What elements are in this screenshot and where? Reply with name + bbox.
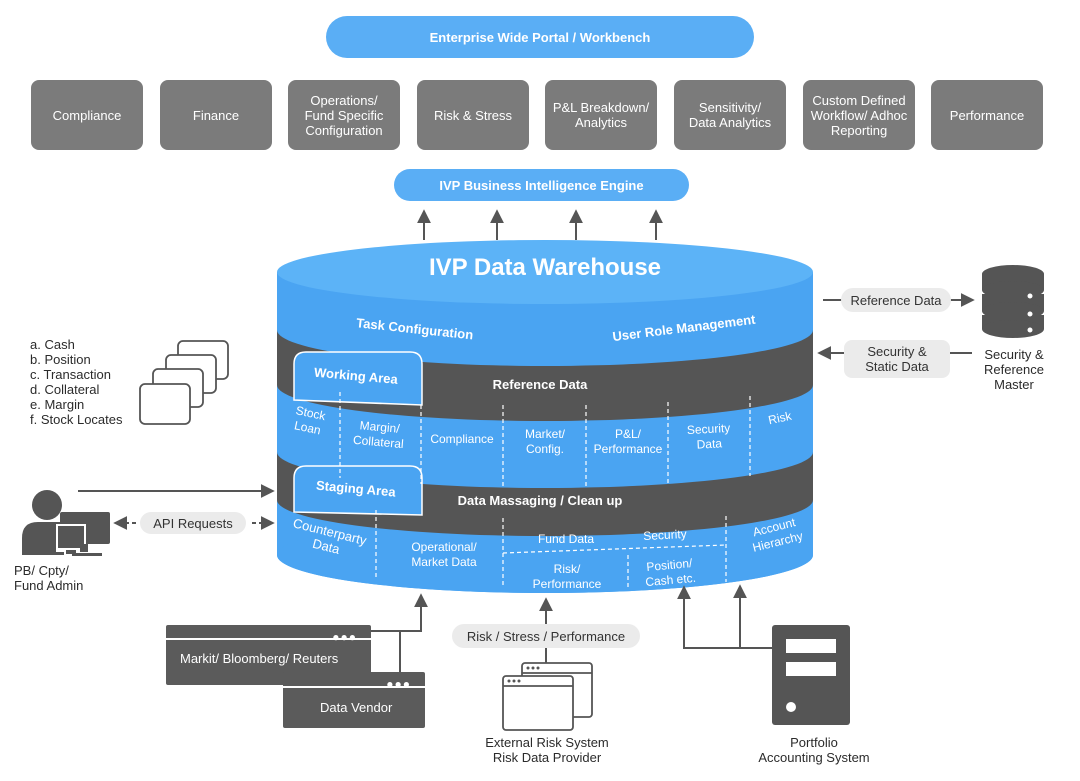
enterprise-portal-banner: Enterprise Wide Portal / Workbench [326, 16, 754, 58]
list-item: c. Transaction [30, 367, 111, 382]
list-item: a. Cash [30, 337, 75, 352]
database-icon [982, 265, 1044, 338]
portfolio-accounting-label: Portfolio Accounting System [758, 735, 870, 765]
bi-engine-banner: IVP Business Intelligence Engine [394, 169, 689, 201]
reference-data-chip: Reference Data [841, 288, 951, 312]
working-cell-margin: Margin/ Collateral [352, 418, 405, 452]
module-sensitivity[interactable]: Sensitivity/ Data Analytics [674, 80, 786, 150]
vendor-bar-markit: Markit/ Bloomberg/ Reuters ●●● [166, 625, 371, 685]
warehouse-title: IVP Data Warehouse [428, 254, 662, 281]
staging-cell-risk-performance: Risk/ Performance [532, 562, 602, 591]
server-tower-icon [772, 625, 850, 725]
vendor-bar-data-vendor: Data Vendor ●●● [283, 672, 425, 728]
list-item: e. Margin [30, 397, 85, 412]
vendor-bar-divider [166, 638, 371, 640]
working-cell-compliance: Compliance [430, 432, 494, 446]
list-item: b. Position [30, 352, 91, 367]
vendor-bar-markit-label: Markit/ Bloomberg/ Reuters [180, 651, 339, 666]
reference-data-band-label: Reference Data [492, 377, 588, 392]
module-risk-stress[interactable]: Risk & Stress [417, 80, 529, 150]
data-vendor-label: Data Vendor [320, 700, 393, 715]
module-pnl-analytics[interactable]: P&L Breakdown/ Analytics [545, 80, 657, 150]
module-custom-workflow[interactable]: Custom Defined Workflow/ Adhoc Reporting [803, 80, 915, 150]
stacked-documents-icon [139, 340, 229, 425]
staging-cell-fund-data: Fund Data [537, 532, 595, 546]
data-massaging-label: Data Massaging / Clean up [457, 493, 623, 508]
vendor-bar-divider [283, 686, 425, 688]
security-static-data-chip: Security & Static Data [844, 340, 950, 378]
window-dots-icon: ●●● [386, 677, 411, 691]
staging-cell-operational: Operational/ Market Data [411, 540, 477, 569]
working-cell-security-data: Security Data [686, 420, 731, 452]
module-finance[interactable]: Finance [160, 80, 272, 150]
window-dots-icon: ●●● [332, 630, 357, 644]
pb-cpty-fund-admin-label: PB/ Cpty/ Fund Admin [14, 563, 84, 593]
user-computer-icon [22, 490, 110, 556]
list-item: f. Stock Locates [30, 412, 123, 427]
risk-stress-performance-chip: Risk / Stress / Performance [452, 624, 640, 648]
browser-windows-icon [502, 662, 593, 731]
staging-cell-position-cash: Position/ Cash etc. [644, 556, 697, 590]
working-cell-market-config: Market/ Config. [524, 427, 565, 456]
bi-arrows [417, 209, 663, 240]
warehouse-cylinder [277, 240, 813, 593]
data-types-list: a. Cash b. Position c. Transaction d. Co… [30, 337, 140, 427]
list-item: d. Collateral [30, 382, 100, 397]
module-compliance[interactable]: Compliance [31, 80, 143, 150]
api-requests-chip: API Requests [140, 512, 246, 534]
working-cell-pnl-performance: P&L/ Performance [593, 427, 663, 456]
security-reference-master-label: Security & Reference Master [984, 347, 1044, 392]
external-risk-system-label: External Risk System Risk Data Provider [485, 735, 609, 765]
module-operations[interactable]: Operations/ Fund Specific Configuration [288, 80, 400, 150]
module-performance[interactable]: Performance [931, 80, 1043, 150]
